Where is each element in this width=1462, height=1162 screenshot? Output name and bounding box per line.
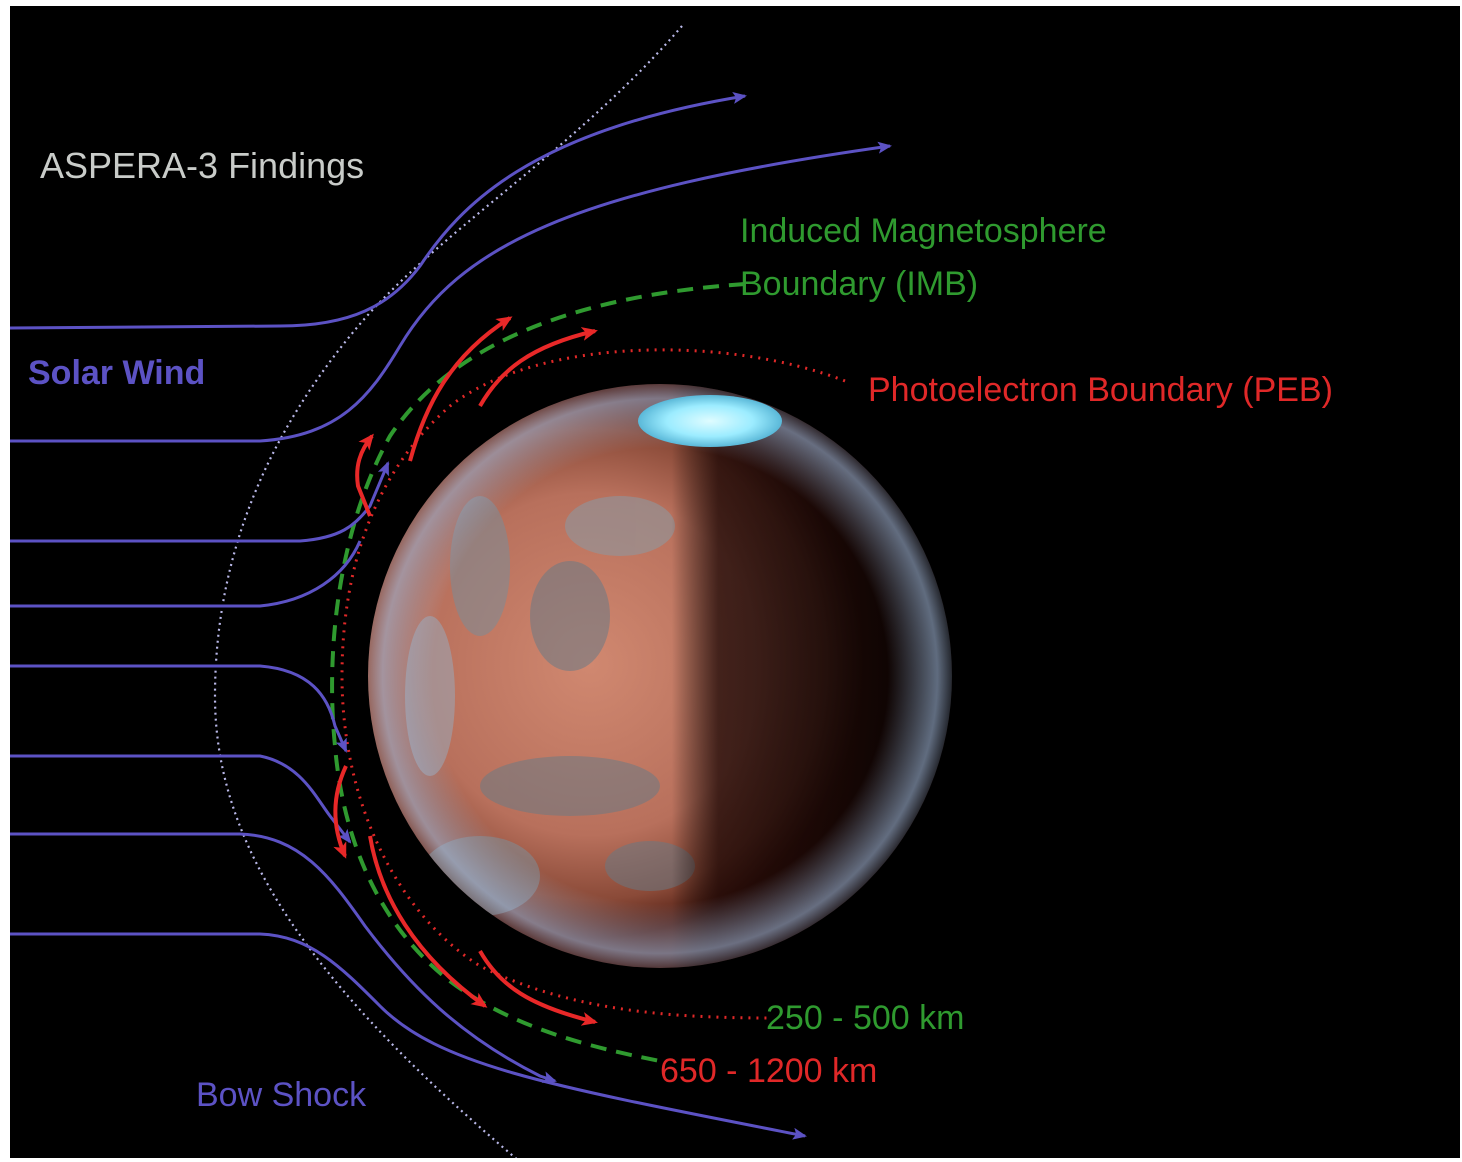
ion-flow-arrow xyxy=(408,316,513,462)
ion-flow-arrow xyxy=(355,433,374,517)
ion-flow-arrow xyxy=(333,765,348,859)
peb-label: Photoelectron Boundary (PEB) xyxy=(868,371,1333,409)
flow-line xyxy=(10,141,892,443)
imb-altitude-label: 250 - 500 km xyxy=(766,999,965,1037)
flow-line xyxy=(10,461,390,543)
flow-line xyxy=(10,932,807,1140)
polar-cap-icon xyxy=(638,395,782,447)
diagram-title: ASPERA-3 Findings xyxy=(40,145,365,186)
flow-line xyxy=(10,664,348,753)
peb-altitude-label: 650 - 1200 km xyxy=(660,1052,878,1090)
ion-flow-arrow xyxy=(368,835,488,1008)
ion-flow-arrows xyxy=(333,316,598,1026)
diagram-canvas: ASPERA-3 Findings Solar Wind Induced Mag… xyxy=(10,6,1460,1158)
mars-planet-icon xyxy=(368,384,952,968)
flow-line xyxy=(10,832,557,1083)
flow-line xyxy=(10,540,362,608)
imb-boundary-line xyxy=(330,282,746,1063)
ion-flow-arrow xyxy=(478,327,598,407)
ion-flow-arrow xyxy=(478,950,598,1026)
flow-line xyxy=(10,92,747,330)
solar-wind-label: Solar Wind xyxy=(28,354,206,392)
flow-line xyxy=(10,754,352,844)
bow-shock-label: Bow Shock xyxy=(196,1076,367,1114)
magnetosphere-diagram xyxy=(10,25,952,1158)
imb-label-line2: Boundary (IMB) xyxy=(740,265,979,303)
imb-label-line1: Induced Magnetosphere xyxy=(740,212,1107,250)
